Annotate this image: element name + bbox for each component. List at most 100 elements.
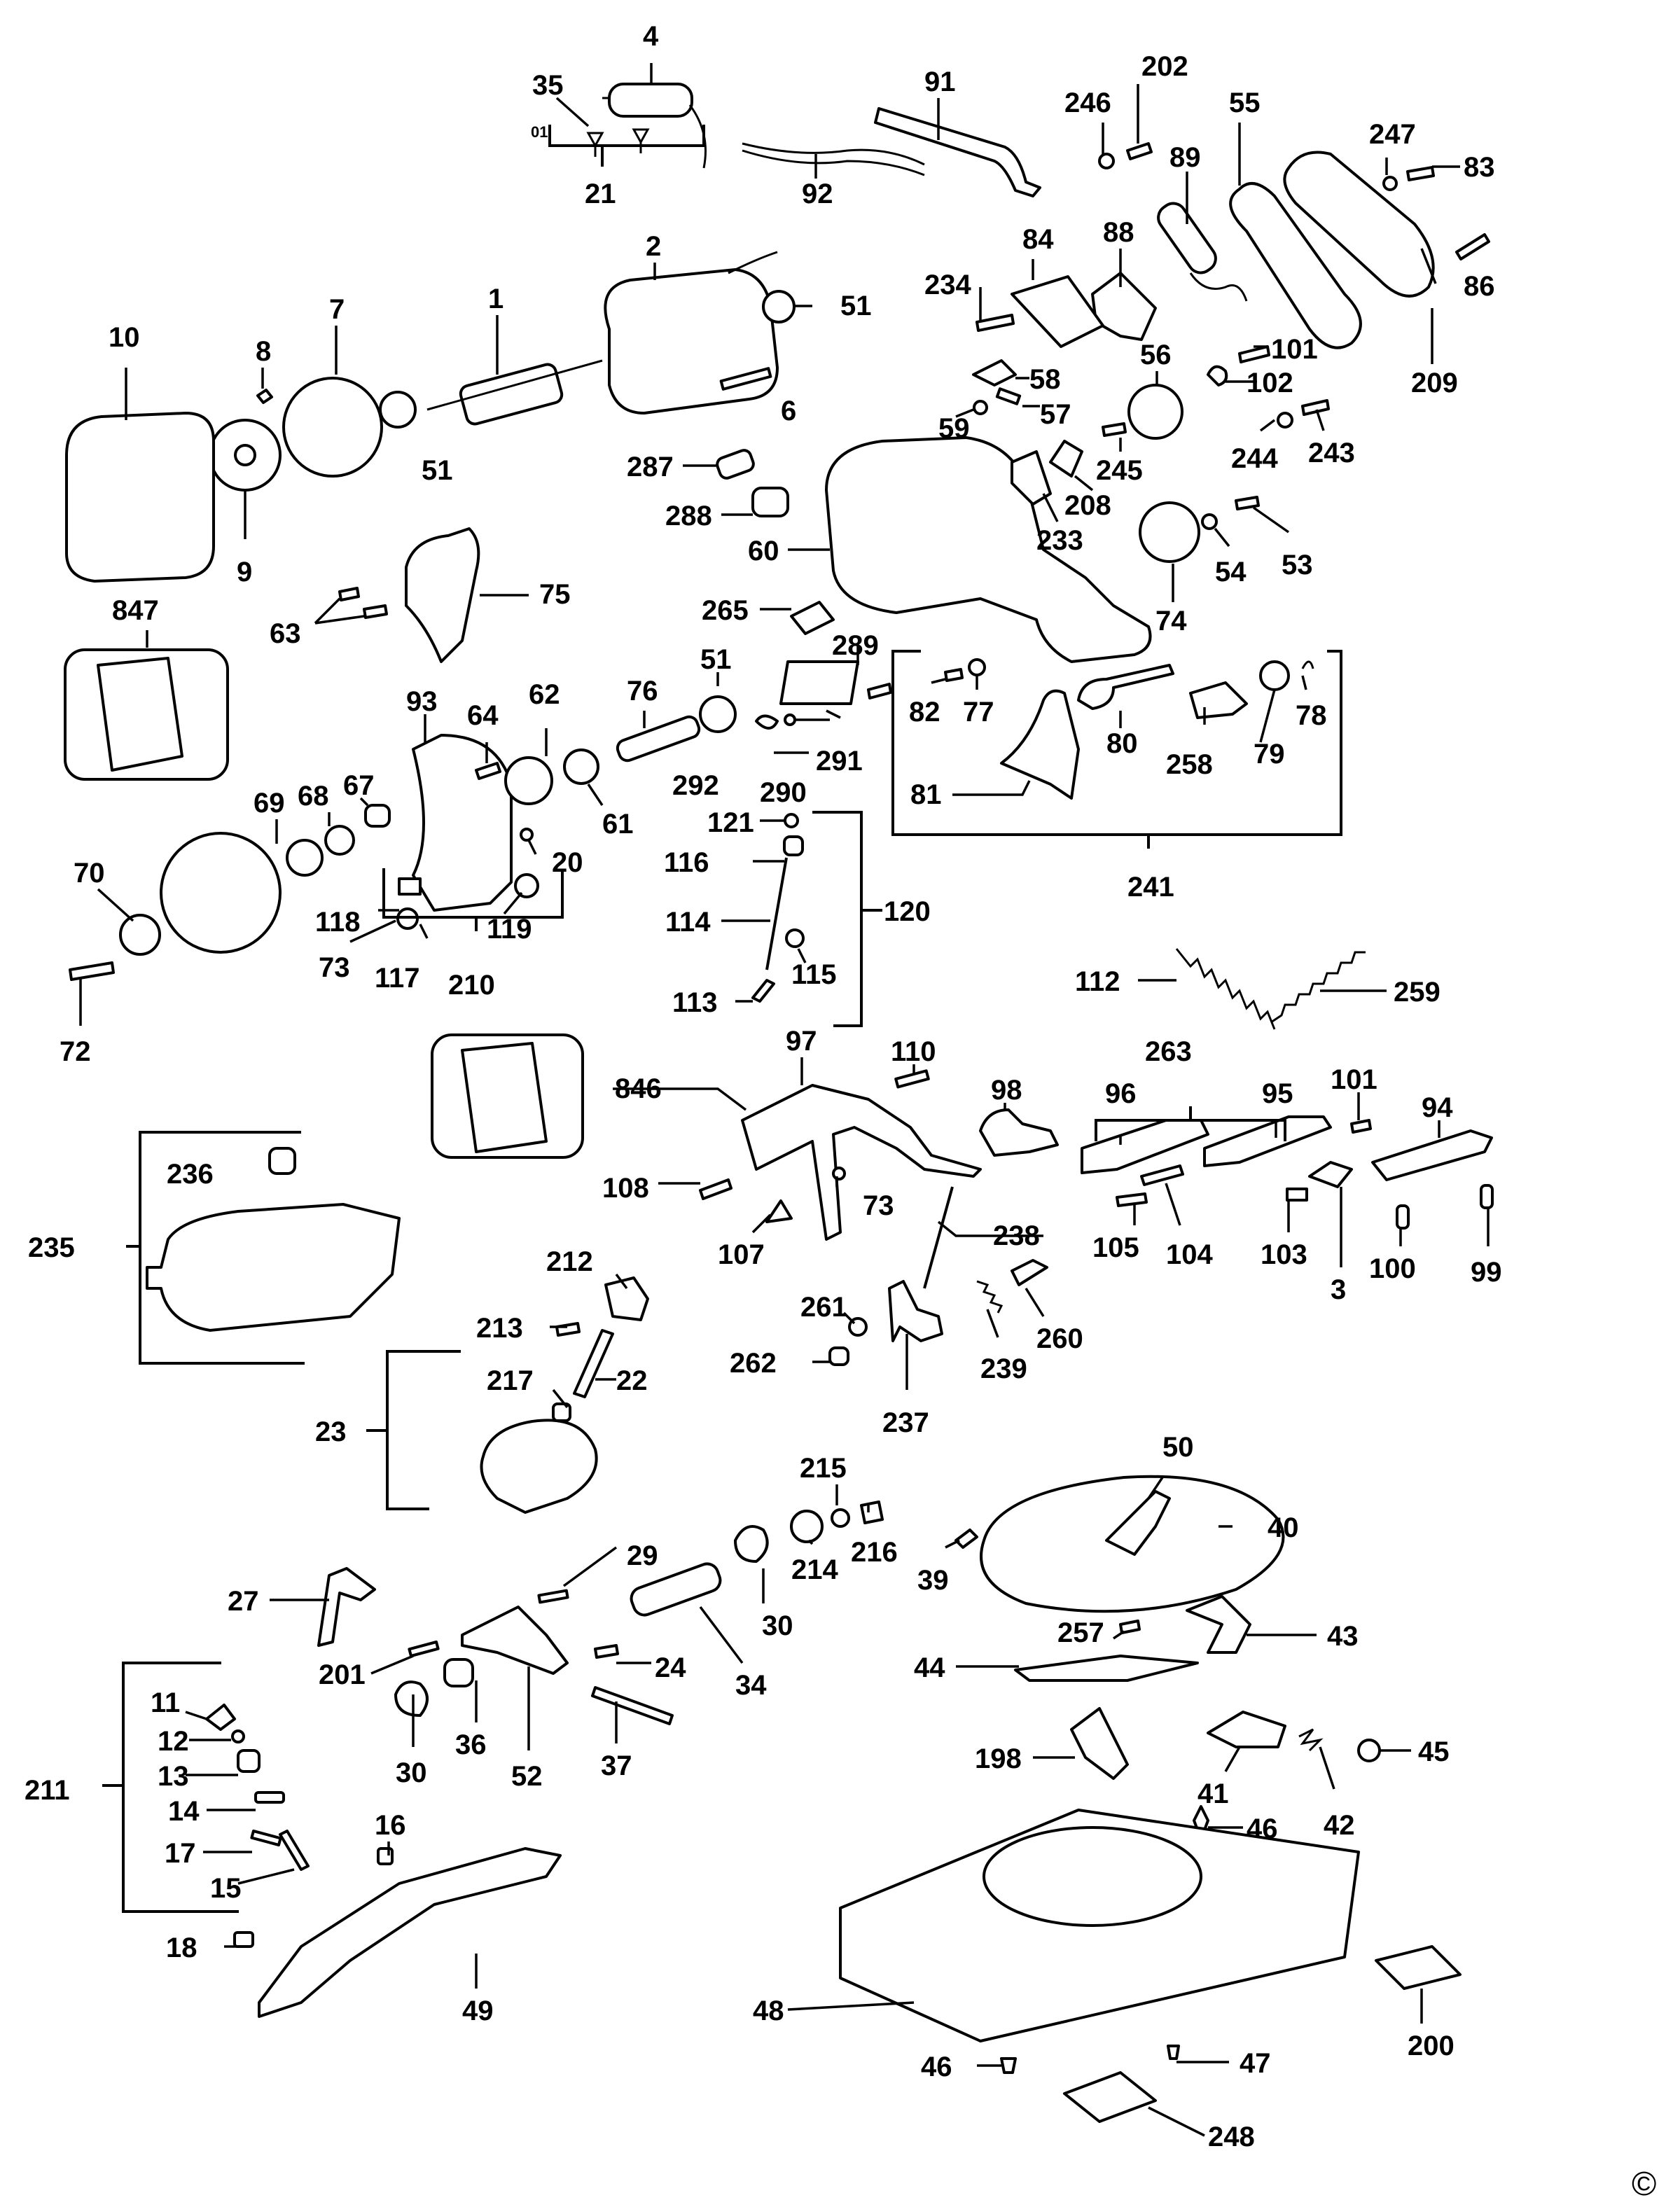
part-46-screw-bottom xyxy=(1000,2057,1017,2074)
part-shapes xyxy=(65,83,1494,2123)
callout-108: 108 xyxy=(602,1173,649,1204)
part-116-collar xyxy=(783,835,804,856)
callout-76: 76 xyxy=(627,676,658,706)
callout-75: 75 xyxy=(539,579,571,610)
part-246-washer xyxy=(1098,153,1115,169)
callout-202: 202 xyxy=(1141,51,1188,82)
callout-241: 241 xyxy=(1127,872,1174,903)
callout-237: 237 xyxy=(882,1407,929,1438)
part-61-bearing xyxy=(563,749,599,785)
callout-24: 24 xyxy=(655,1652,686,1683)
part-36-bushing xyxy=(443,1658,474,1687)
part-24-screw xyxy=(594,1644,619,1659)
callout-257: 257 xyxy=(1057,1617,1104,1648)
callout-36: 36 xyxy=(455,1729,487,1760)
part-76-shaft xyxy=(616,715,701,763)
part-49-fence xyxy=(258,1847,562,2018)
part-27-lock-handle xyxy=(317,1567,376,1647)
part-99-insert xyxy=(1480,1184,1494,1209)
callout-62: 62 xyxy=(529,679,560,710)
callout-263: 263 xyxy=(1145,1036,1192,1067)
callout-22: 22 xyxy=(616,1365,648,1396)
group-brackets xyxy=(102,125,1342,1913)
callout-86: 86 xyxy=(1464,271,1495,302)
callout-93: 93 xyxy=(406,686,438,717)
callout-239: 239 xyxy=(980,1353,1027,1384)
callout-56: 56 xyxy=(1140,340,1172,370)
callout-258: 258 xyxy=(1166,749,1213,780)
part-70-flange-nut xyxy=(119,914,161,956)
part-45-ball xyxy=(1357,1739,1381,1762)
part-74-pulley xyxy=(1139,501,1200,563)
part-121-clip xyxy=(784,813,799,828)
part-97-arm xyxy=(741,1084,982,1241)
part-84-terminal-block xyxy=(1011,275,1104,348)
callout-54: 54 xyxy=(1215,557,1247,587)
callout-70: 70 xyxy=(74,858,105,889)
callout-110: 110 xyxy=(891,1036,936,1067)
callout-30-bottom: 30 xyxy=(396,1757,427,1788)
part-17-pin xyxy=(250,1829,282,1847)
callout-15: 15 xyxy=(210,1873,242,1904)
callout-212: 212 xyxy=(546,1246,593,1277)
callout-67: 67 xyxy=(343,770,375,801)
callout-261: 261 xyxy=(800,1292,847,1323)
part-114-rod xyxy=(765,857,788,970)
part-1-armature xyxy=(426,359,603,426)
part-112-spring xyxy=(1175,948,1276,1030)
callout-69: 69 xyxy=(254,788,285,819)
callout-291: 291 xyxy=(816,746,863,777)
callout-118: 118 xyxy=(315,907,361,938)
callout-79: 79 xyxy=(1254,739,1285,770)
callout-72: 72 xyxy=(60,1036,91,1067)
callout-23: 23 xyxy=(315,1416,347,1447)
callout-289: 289 xyxy=(832,630,879,661)
callout-208: 208 xyxy=(1064,490,1111,521)
part-83-screw xyxy=(1406,166,1435,181)
callout-107: 107 xyxy=(718,1239,765,1270)
part-200-label xyxy=(1375,1945,1462,1990)
part-78-spring xyxy=(1301,660,1314,669)
callout-215: 215 xyxy=(800,1453,847,1484)
callout-115: 115 xyxy=(791,959,837,990)
part-15-plunger xyxy=(279,1830,310,1871)
callout-80: 80 xyxy=(1106,728,1138,759)
callout-51-top: 51 xyxy=(840,291,872,321)
part-53-screw xyxy=(1235,496,1260,510)
callout-59: 59 xyxy=(938,413,970,444)
part-9-fan xyxy=(209,419,282,492)
callout-113: 113 xyxy=(672,987,718,1018)
bracket-21 xyxy=(548,125,705,167)
part-18-set-screw xyxy=(233,1931,254,1948)
callout-55: 55 xyxy=(1229,88,1261,118)
part-62-flange xyxy=(504,756,553,805)
copyright-mark: © xyxy=(1632,2166,1656,2203)
part-262-nut xyxy=(828,1346,849,1366)
part-63-screw-b xyxy=(363,604,388,619)
part-20-pin xyxy=(520,828,534,842)
part-234-screw xyxy=(976,314,1015,332)
part-119-washer xyxy=(514,873,539,898)
part-13-sleeve xyxy=(237,1749,261,1773)
callout-78: 78 xyxy=(1296,700,1327,731)
callout-244: 244 xyxy=(1231,443,1278,474)
part-105-screw xyxy=(1116,1192,1148,1207)
part-198-bracket xyxy=(1070,1707,1129,1780)
part-93-upper-guard xyxy=(412,734,513,912)
part-115-nut xyxy=(785,928,805,948)
callout-84: 84 xyxy=(1022,224,1054,255)
callout-101-mid: 101 xyxy=(1331,1064,1377,1095)
callout-18: 18 xyxy=(166,1933,197,1963)
part-292-wingnut xyxy=(755,714,779,730)
callout-48: 48 xyxy=(753,1996,784,2026)
part-30-cap-bottom xyxy=(394,1680,429,1717)
callout-247: 247 xyxy=(1369,119,1416,150)
part-7-end-bell xyxy=(282,377,383,478)
callout-73-top: 73 xyxy=(319,952,350,983)
part-51-bearing-top xyxy=(762,290,796,323)
callout-37: 37 xyxy=(601,1750,632,1781)
callout-292: 292 xyxy=(672,770,719,801)
callout-98: 98 xyxy=(991,1075,1022,1106)
part-208-clip xyxy=(1049,440,1083,478)
callout-27: 27 xyxy=(228,1586,259,1617)
